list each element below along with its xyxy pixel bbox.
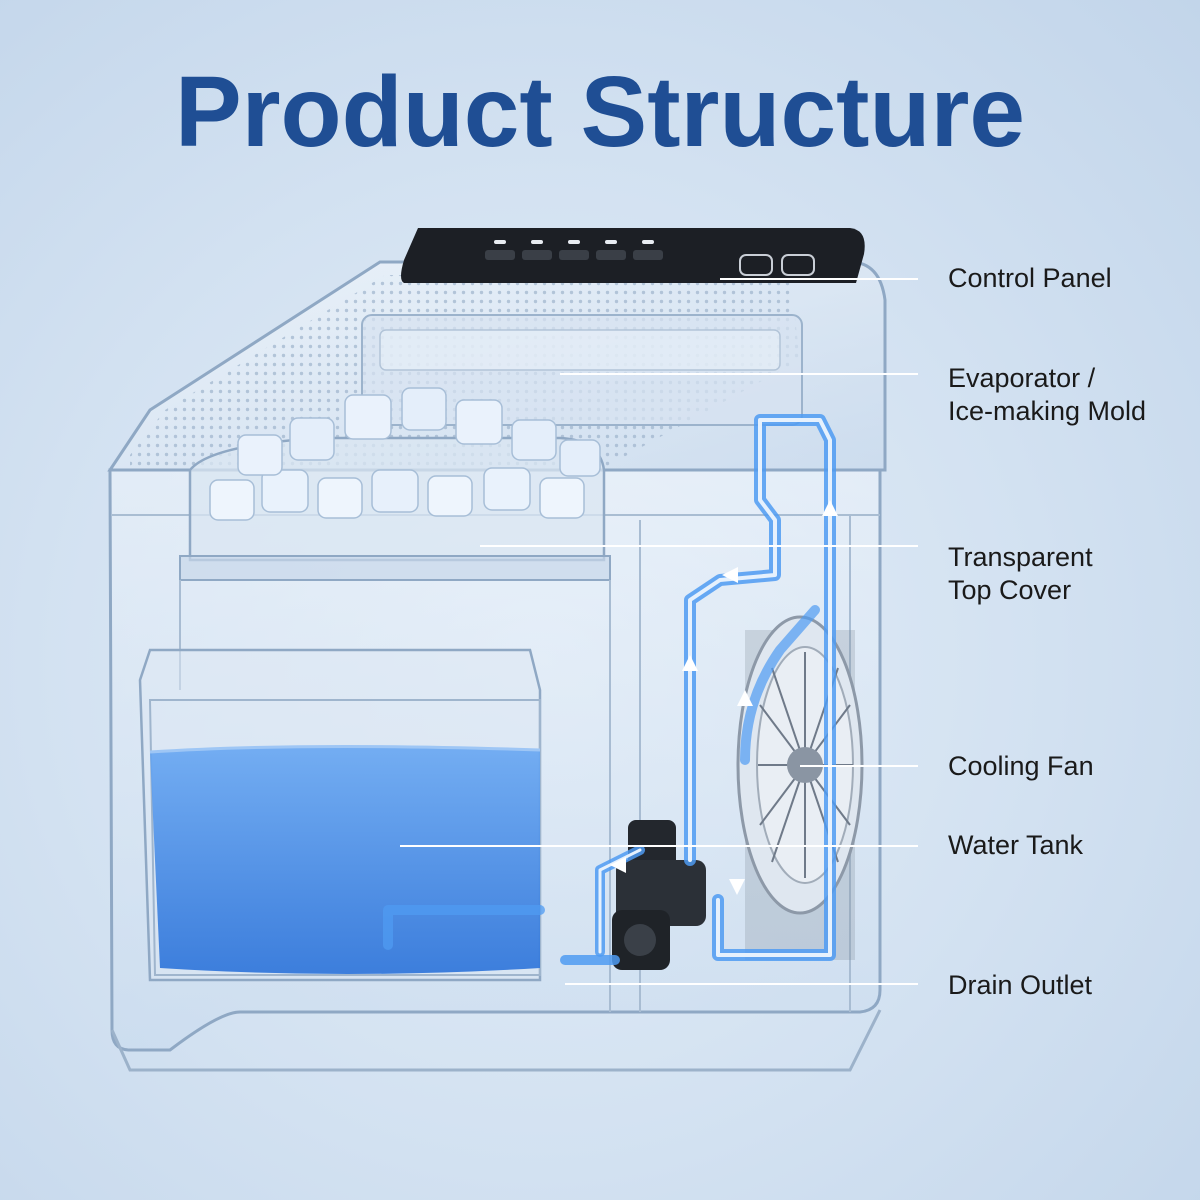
ice-basket [179, 387, 611, 581]
evaporator [361, 314, 803, 426]
panel-indicator-light [605, 240, 617, 244]
mode-button[interactable] [781, 254, 815, 276]
label-water-tank: Water Tank [948, 830, 1084, 860]
page-title: Product Structure [174, 56, 1026, 168]
panel-button[interactable] [522, 250, 552, 260]
ice-cubes [209, 387, 601, 521]
flow-arrows [610, 500, 838, 895]
leader-lines [400, 278, 918, 985]
panel-button[interactable] [559, 250, 589, 260]
water-tank [138, 648, 542, 982]
control-panel [401, 228, 865, 283]
label-drain-outlet: Drain Outlet [948, 970, 1093, 1000]
circulation-tubes [383, 414, 836, 965]
panel-indicator-light [494, 240, 506, 244]
label-cooling-fan: Cooling Fan [948, 751, 1094, 781]
panel-indicator-light [531, 240, 543, 244]
label-top-cover: Transparent Top Cover [948, 542, 1093, 605]
panel-button[interactable] [596, 250, 626, 260]
panel-indicator-light [642, 240, 654, 244]
panel-button[interactable] [485, 250, 515, 260]
cooling-fan [736, 615, 864, 960]
water [150, 746, 540, 974]
power-button[interactable] [739, 254, 773, 276]
panel-indicator-light [568, 240, 580, 244]
panel-button[interactable] [633, 250, 663, 260]
label-evaporator: Evaporator / Ice-making Mold [948, 363, 1147, 426]
label-control-panel: Control Panel [948, 263, 1112, 293]
